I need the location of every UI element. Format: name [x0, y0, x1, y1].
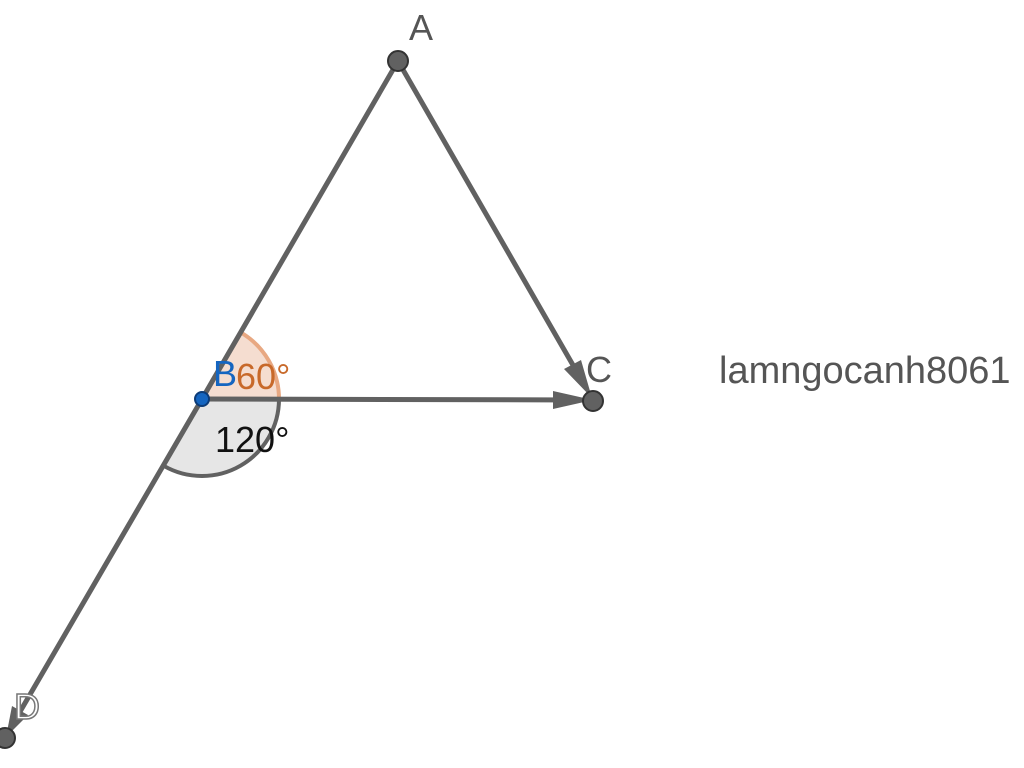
label-point-b: B	[213, 353, 237, 394]
watermark-text: lamngocanh8061	[719, 350, 1011, 392]
point-d[interactable]	[0, 727, 16, 749]
point-a[interactable]	[387, 50, 409, 72]
point-b[interactable]	[194, 391, 210, 407]
arrowhead-a-c	[564, 360, 592, 398]
angle-sector-60	[198, 329, 282, 401]
label-angle-120: 120°	[215, 419, 289, 460]
label-point-d: D	[14, 686, 40, 727]
label-point-a: A	[409, 7, 433, 48]
vector-a-c	[395, 58, 588, 389]
arrowhead-b-c	[553, 391, 593, 409]
vector-b-c	[199, 396, 583, 403]
label-point-c: C	[586, 349, 612, 390]
vector-b-d	[11, 396, 205, 725]
segment-b-a	[199, 58, 401, 402]
label-angle-60: 60°	[236, 356, 290, 397]
point-c[interactable]	[582, 390, 604, 412]
